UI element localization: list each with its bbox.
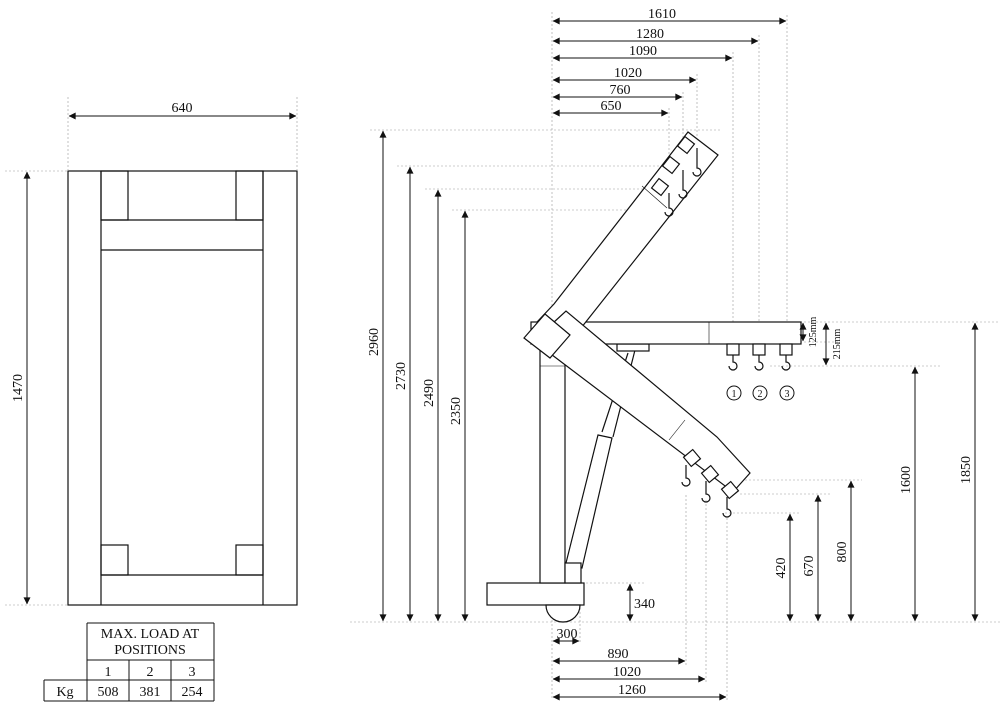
plan-top-right-block [235,170,264,221]
height-dim-1600: 1600 [899,466,914,494]
plan-top-left-block [100,170,129,221]
height-dim-1850: 1850 [959,456,974,484]
reach-dim-760: 760 [610,83,631,98]
height-dim-420: 420 [774,558,789,579]
plan-view [67,170,298,606]
load-table-load-1: 508 [98,685,119,700]
base-height-dim: 340 [634,597,655,612]
plan-outer-frame [67,170,298,606]
bottom-reach-dim-1260: 1260 [618,683,646,698]
hook-position-markers [726,385,795,401]
height-dim-2730: 2730 [394,362,409,390]
bottom-reach-dim-1020: 1020 [613,665,641,680]
bottom-reach-dim-300: 300 [557,627,578,642]
crane-elevation [486,131,802,623]
plan-castor-left [100,544,129,576]
ram-foot [564,562,582,584]
plan-castor-right [235,544,264,576]
hook-icon [722,497,732,518]
hook-icon [728,355,738,371]
bottom-reach-dim-890: 890 [608,647,629,662]
height-dim-2350: 2350 [449,397,464,425]
load-table-load-2: 381 [140,685,161,700]
height-dim-800: 800 [835,542,850,563]
reach-dim-1090: 1090 [629,44,657,59]
castor-wheel [545,604,581,623]
reach-dim-650: 650 [601,99,622,114]
plan-length-dim: 1470 [11,374,26,402]
hook-spacing-215mm: 215mm [832,329,843,360]
load-table-position-3: 3 [189,665,196,680]
hook-icon [692,148,702,177]
hook-icon [681,465,691,487]
load-table-load-3: 254 [182,685,203,700]
hook-spacing-125mm: 125mm [808,317,819,348]
load-table-title-line2: POSITIONS [114,643,186,658]
hook-icon [664,193,674,217]
ram-mount [616,343,650,352]
height-dim-2490: 2490 [422,379,437,407]
hook-icon [781,355,791,371]
height-dim-2960: 2960 [367,328,382,356]
reach-dim-1280: 1280 [636,27,664,42]
hook-position-2: 2 [758,389,763,400]
reach-dim-1020: 1020 [614,66,642,81]
hydraulic-cylinder [565,434,613,569]
hook-icon [678,170,688,199]
load-table-position-2: 2 [147,665,154,680]
reach-dim-1610: 1610 [648,7,676,22]
hook-position-3: 3 [785,389,790,400]
load-table-title-line1: MAX. LOAD AT [101,627,200,642]
load-table [43,622,215,702]
plan-width-dim: 640 [172,101,193,116]
hook-icon [754,355,764,371]
hook-position-1: 1 [732,389,737,400]
height-dim-670: 670 [802,556,817,577]
hook-icon [701,481,711,503]
hooks [664,148,791,518]
boom-pivot [523,313,571,359]
mast [539,329,566,584]
load-table-position-1: 1 [105,665,112,680]
load-table-row-label: Kg [56,685,73,700]
base-leg [486,582,585,606]
